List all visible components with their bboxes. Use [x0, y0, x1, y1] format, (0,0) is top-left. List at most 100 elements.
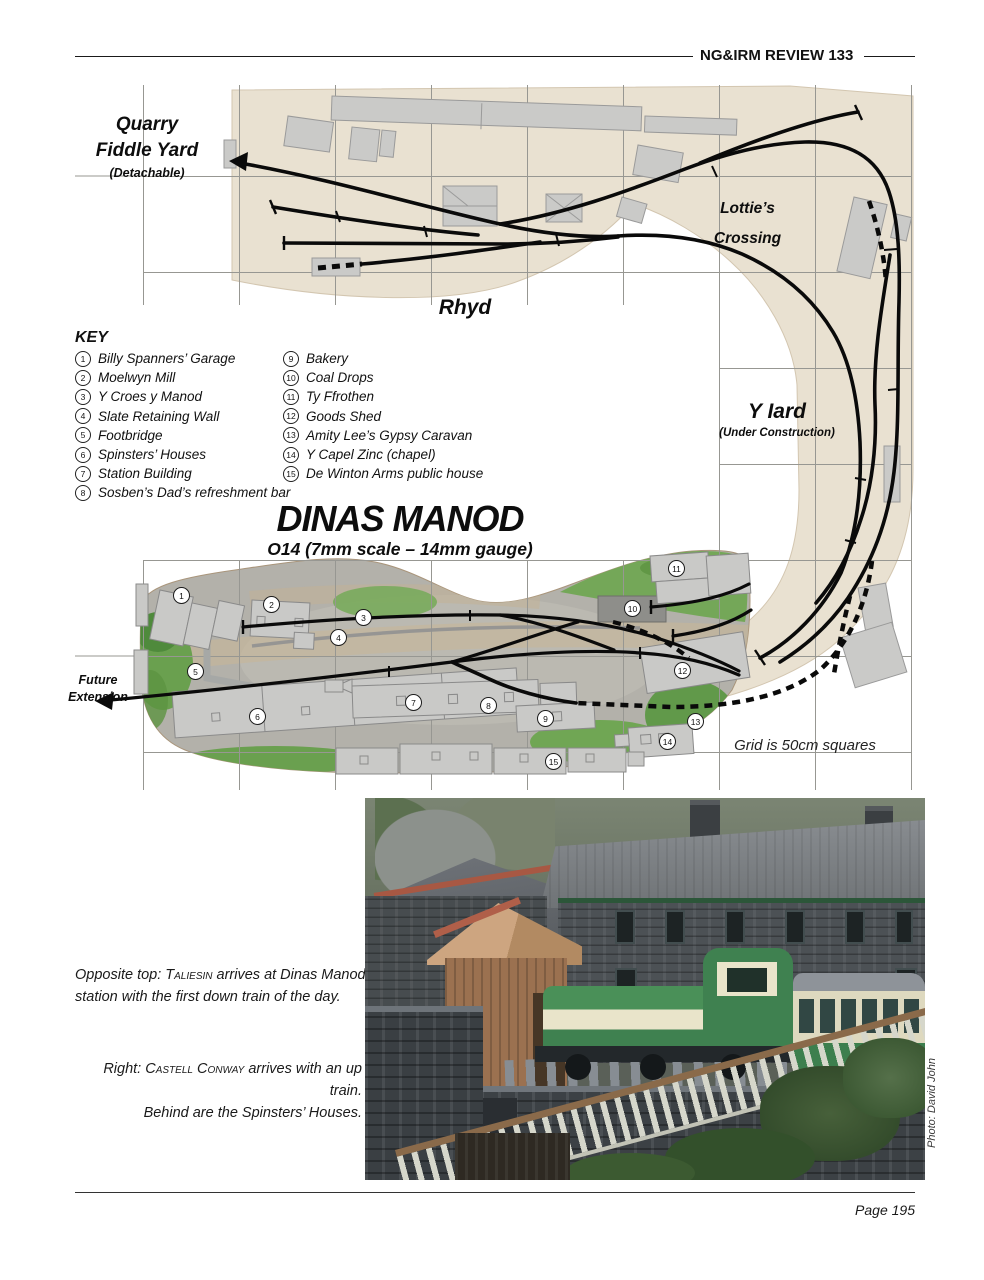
key-item-11: 11 Ty Ffrothen: [283, 387, 483, 406]
key-number-6: 6: [75, 446, 91, 463]
plan-marker-9: 9: [537, 710, 554, 727]
lotties-crossing-label: Lottie’s Crossing: [690, 194, 805, 254]
key-number-14: 14: [283, 446, 299, 463]
plan-marker-3: 3: [355, 609, 372, 626]
caption2-line1: Right: Castell Conway arrives with an up…: [68, 1058, 362, 1102]
plan-marker-7: 7: [405, 694, 422, 711]
yiard-sublabel: (Under Construction): [719, 427, 835, 439]
plan-marker-5: 5: [187, 663, 204, 680]
key-label-13: Amity Lee’s Gypsy Caravan: [306, 427, 473, 443]
key-item-12: 12 Goods Shed: [283, 407, 483, 426]
key-number-1: 1: [75, 350, 91, 367]
future-extension-label: Future Extension: [57, 672, 139, 706]
layout-subtitle: O14 (7mm scale – 14mm gauge): [267, 539, 533, 559]
key-label-3: Y Croes y Manod: [98, 389, 203, 405]
quarry-fiddle-yard-label: Quarry Fiddle Yard (Detachable): [67, 112, 227, 182]
layout-photograph: [365, 798, 925, 1180]
key-label-15: De Winton Arms public house: [306, 466, 484, 482]
photo-window: [845, 910, 865, 944]
photo-locomotive: [535, 948, 797, 1083]
loco-cab: [703, 948, 793, 1048]
footer-rule: [75, 1192, 915, 1193]
rhyd-label: Rhyd: [438, 296, 492, 319]
key-item-9: 9 Bakery: [283, 349, 483, 368]
photo-window: [615, 910, 635, 944]
key-label-9: Bakery: [306, 351, 349, 367]
photo-window: [665, 910, 685, 944]
future-line1: Future: [78, 673, 118, 687]
key-number-13: 13: [283, 427, 299, 444]
key-label-8: Sosben’s Dad’s refreshment bar: [98, 485, 291, 501]
plan-marker-13: 13: [687, 713, 704, 730]
key-number-3: 3: [75, 388, 91, 405]
plan-marker-12: 12: [674, 662, 691, 679]
lotties-line2: Crossing: [713, 230, 782, 247]
key-label-10: Coal Drops: [306, 370, 374, 386]
key-number-9: 9: [283, 350, 299, 367]
loco-cab-glass: [727, 968, 767, 992]
key-number-8: 8: [75, 484, 91, 501]
key-label-12: Goods Shed: [306, 408, 382, 424]
photo-window: [895, 910, 913, 944]
top-plan-buildings: [223, 95, 913, 689]
key-label-7: Station Building: [98, 466, 192, 482]
lotties-line1: Lottie’s: [720, 200, 775, 217]
plan-marker-8: 8: [480, 697, 497, 714]
key-label-6: Spinsters’ Houses: [98, 447, 207, 463]
key-number-7: 7: [75, 465, 91, 482]
key-label-4: Slate Retaining Wall: [98, 408, 220, 424]
caption2-train-name: Castell Conway: [145, 1061, 245, 1077]
key-heading: KEY: [75, 329, 108, 346]
caption1-rest: arrives at Dinas Manod: [212, 967, 366, 983]
caption-right: Right: Castell Conway arrives with an up…: [68, 1058, 362, 1124]
key-item-1: 1 Billy Spanners’ Garage: [75, 349, 290, 368]
loco-wheel: [565, 1054, 591, 1080]
key-label-14: Y Capel Zinc (chapel): [306, 447, 436, 463]
caption2-lead: Right:: [103, 1061, 146, 1077]
caption2-line2: Behind are the Spinsters’ Houses.: [143, 1105, 362, 1121]
key-number-4: 4: [75, 408, 91, 425]
caption2-rest: arrives with an up train.: [244, 1061, 362, 1099]
key-number-2: 2: [75, 369, 91, 386]
yiard-line1: Y Iard: [748, 400, 806, 423]
photo-bush: [565, 1153, 695, 1180]
caption1-train-name: Taliesin: [165, 967, 213, 983]
dashed-track-lines: [317, 200, 889, 710]
photo-bush: [843, 1038, 925, 1118]
page-number: Page 195: [855, 1202, 915, 1218]
quarry-sublabel: (Detachable): [109, 166, 185, 180]
key-item-7: 7 Station Building: [75, 464, 290, 483]
photo-dark-fence: [455, 1133, 570, 1180]
header-rule-left: [75, 56, 693, 57]
track-plan-svg: [75, 85, 914, 790]
header-rule-right: [864, 56, 915, 57]
key-number-12: 12: [283, 408, 299, 425]
track-lines: [98, 110, 902, 705]
quarry-label-line2: Fiddle Yard: [95, 140, 199, 161]
key-number-11: 11: [283, 388, 299, 405]
page-header-title: NG&IRM REVIEW 133: [700, 47, 854, 64]
caption1-lead: Opposite top:: [75, 967, 166, 983]
layout-title-block: DINAS MANOD O14 (7mm scale – 14mm gauge): [210, 500, 590, 560]
quarry-label-line1: Quarry: [115, 114, 179, 135]
key-item-4: 4 Slate Retaining Wall: [75, 407, 290, 426]
photo-window: [725, 910, 745, 944]
future-line2: Extension: [68, 690, 128, 704]
plan-marker-14: 14: [659, 733, 676, 750]
key-item-14: 14 Y Capel Zinc (chapel): [283, 445, 483, 464]
loco-hood: [543, 986, 705, 1048]
key-label-1: Billy Spanners’ Garage: [98, 351, 236, 367]
photo-window: [785, 910, 805, 944]
grid-note: Grid is 50cm squares: [734, 737, 876, 754]
key-label-11: Ty Ffrothen: [306, 389, 375, 405]
plan-marker-1: 1: [173, 587, 190, 604]
plan-marker-4: 4: [330, 629, 347, 646]
plan-marker-2: 2: [263, 596, 280, 613]
photo-credit: Photo: David John: [926, 1058, 938, 1148]
